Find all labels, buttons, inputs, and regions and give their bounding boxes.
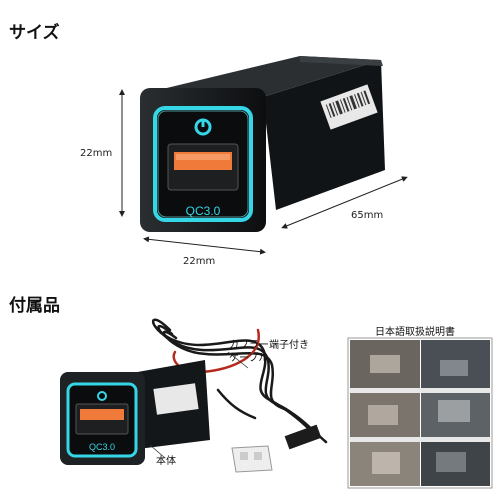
height-dimension-label: 22mm (80, 148, 113, 159)
depth-dimension-label: 65mm (351, 210, 384, 221)
rear-housing (150, 56, 385, 210)
barcode-label (320, 84, 378, 130)
cable-label-line1: カプラー端子付き (229, 340, 309, 351)
front-face (140, 88, 266, 232)
qc-label: QC3.0 (186, 204, 221, 218)
accessories-heading: 付属品 (9, 296, 60, 316)
cable-label: カプラー端子付き ケーブル (229, 339, 309, 365)
manual-thumbnail (347, 337, 493, 489)
size-heading: サイズ (9, 23, 60, 43)
body-leader-line (149, 444, 166, 459)
accessory-qc-label: QC3.0 (89, 442, 115, 452)
manual-title: 日本語取扱説明書 (375, 327, 455, 338)
depth-dimension-line (281, 176, 408, 229)
width-dimension-line (143, 236, 266, 255)
cable-leader-line (227, 351, 249, 369)
accessory-body (60, 360, 210, 465)
connector-plug (231, 424, 322, 473)
width-dimension-label: 22mm (183, 256, 216, 267)
body-label: 本体 (156, 456, 176, 467)
cable-label-line2: ケーブル (229, 353, 269, 364)
